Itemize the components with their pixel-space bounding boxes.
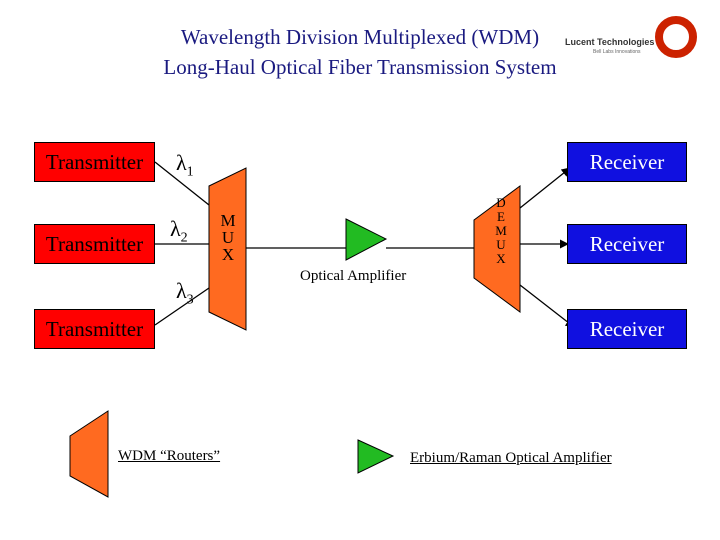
demux-label: D E M U X (490, 196, 512, 266)
legend-router-label: WDM “Routers” (118, 448, 221, 464)
logo-tagline: Bell Labs Innovations (593, 49, 641, 55)
legend-amplifier-shape (357, 439, 395, 474)
legend-amplifier-label: Erbium/Raman Optical Amplifier (410, 450, 612, 466)
demux-letter-m: M (495, 223, 507, 238)
demux-letter-x: X (496, 251, 506, 266)
lambda-2-label: λ2 (170, 216, 188, 246)
mux-label: M U X (214, 212, 242, 263)
transmitter-1: Transmitter (34, 142, 155, 182)
receiver-1: Receiver (567, 142, 687, 182)
lambda-3-label: λ3 (176, 278, 194, 308)
receiver-2: Receiver (567, 224, 687, 264)
receiver-3: Receiver (567, 309, 687, 349)
rx3-arrow (519, 284, 575, 328)
mux-letter-m: M (220, 211, 236, 230)
amplifier-shape (345, 218, 388, 261)
demux-letter-e: E (497, 209, 505, 224)
mux-shape (208, 167, 247, 331)
transmitter-2: Transmitter (34, 224, 155, 264)
demux-letter-u: U (496, 237, 506, 252)
mux-letter-x: X (221, 245, 235, 264)
rx1-arrow (519, 167, 571, 209)
optical-amplifier-label: Optical Amplifier (300, 268, 407, 284)
lucent-logo: Lucent Technologies Bell Labs Innovation… (565, 14, 705, 62)
legend-router-shape (69, 410, 109, 498)
transmitter-3: Transmitter (34, 309, 155, 349)
demux-letter-d: D (496, 195, 506, 210)
demux-shape (473, 185, 521, 313)
tx1-line (154, 161, 210, 206)
logo-name: Lucent Technologies (565, 37, 655, 47)
title-line-2: Long-Haul Optical Fiber Transmission Sys… (163, 55, 557, 79)
title-line-1: Wavelength Division Multiplexed (WDM) (180, 25, 540, 49)
lambda-1-label: λ1 (176, 150, 194, 180)
lucent-ring-icon (655, 16, 697, 58)
tx3-line (154, 287, 210, 326)
mux-letter-u: U (221, 228, 235, 247)
